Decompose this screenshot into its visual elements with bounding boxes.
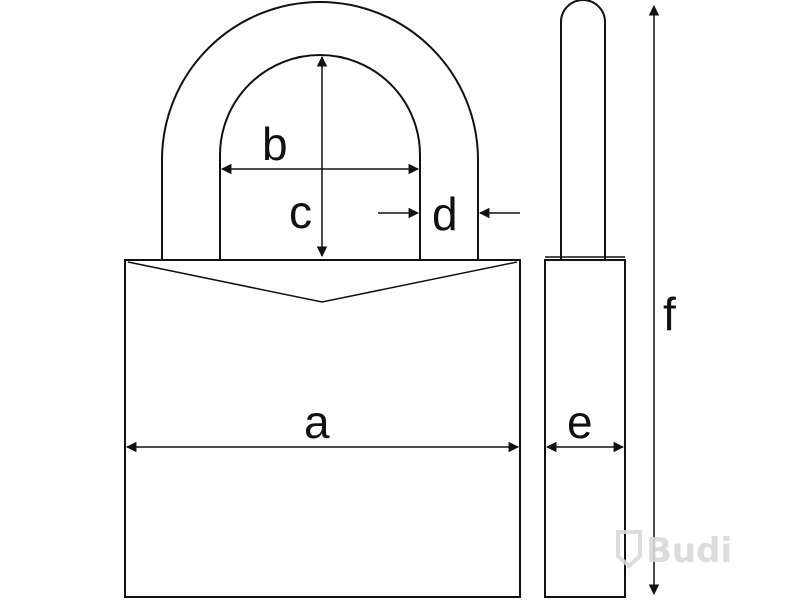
shackle-inner xyxy=(219,54,421,260)
label-b: b xyxy=(262,118,288,170)
shackle-side xyxy=(560,0,606,260)
label-a: a xyxy=(304,396,330,448)
lock-body-front xyxy=(124,259,521,598)
shackle-outer xyxy=(161,1,479,260)
watermark-logo: Budi xyxy=(616,530,732,571)
watermark-shield-icon xyxy=(616,530,642,569)
label-d: d xyxy=(432,188,458,240)
body-chevron xyxy=(127,261,518,303)
label-f: f xyxy=(663,288,676,340)
label-c: c xyxy=(289,186,312,238)
lock-body-side xyxy=(544,259,626,598)
watermark-text: Budi xyxy=(646,531,732,571)
label-e: e xyxy=(567,396,593,448)
